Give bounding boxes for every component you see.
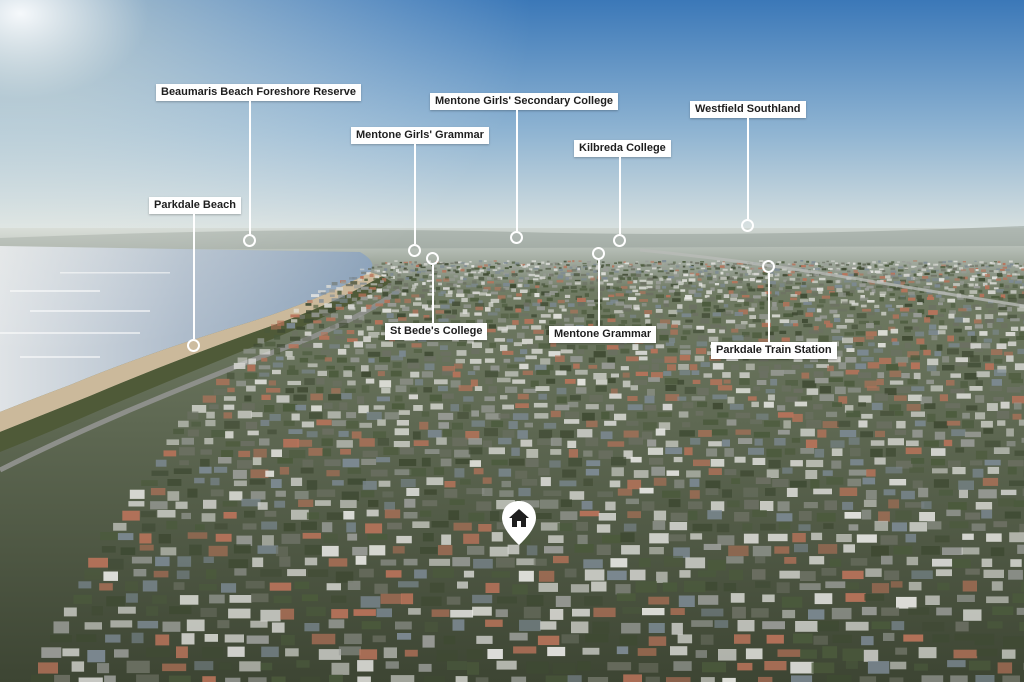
property-pin (502, 501, 536, 545)
landmark-dot-parkdale-station (762, 260, 775, 273)
landmark-label-parkdale-station: Parkdale Train Station (711, 342, 837, 359)
landmark-dot-beaumaris (243, 234, 256, 247)
landmark-label-westfield: Westfield Southland (690, 101, 806, 118)
landmark-stem-kilbreda (619, 157, 621, 234)
landmark-stem-parkdale-station (768, 273, 770, 342)
landmark-label-beaumaris: Beaumaris Beach Foreshore Reserve (156, 84, 362, 101)
landmark-dot-mentone-girls-grammar (408, 244, 421, 257)
landmark-dot-mentone-girls-secondary (510, 231, 523, 244)
landmark-dot-parkdale-beach (187, 339, 200, 352)
landmark-label-mentone-girls-grammar: Mentone Girls' Grammar (351, 127, 489, 144)
home-icon (509, 509, 529, 527)
landmark-label-kilbreda: Kilbreda College (574, 140, 671, 157)
landmark-stem-beaumaris (249, 101, 251, 235)
landmark-label-parkdale-beach: Parkdale Beach (149, 197, 241, 214)
landmark-dot-westfield (741, 219, 754, 232)
landmark-dot-st-bedes (426, 252, 439, 265)
landmark-label-mentone-grammar: Mentone Grammar (549, 326, 657, 343)
landmark-label-st-bedes: St Bede's College (385, 323, 488, 340)
landmark-stem-parkdale-beach (193, 214, 195, 339)
landmark-stem-mentone-girls-grammar (414, 144, 416, 244)
landmark-stem-westfield (747, 118, 749, 219)
landmark-label-mentone-girls-secondary: Mentone Girls' Secondary College (430, 93, 619, 110)
landmark-dot-mentone-grammar (592, 247, 605, 260)
landmark-stem-mentone-girls-secondary (516, 110, 518, 231)
landmark-stem-st-bedes (432, 265, 434, 323)
landmark-stem-mentone-grammar (598, 260, 600, 326)
landmark-dot-kilbreda (613, 234, 626, 247)
